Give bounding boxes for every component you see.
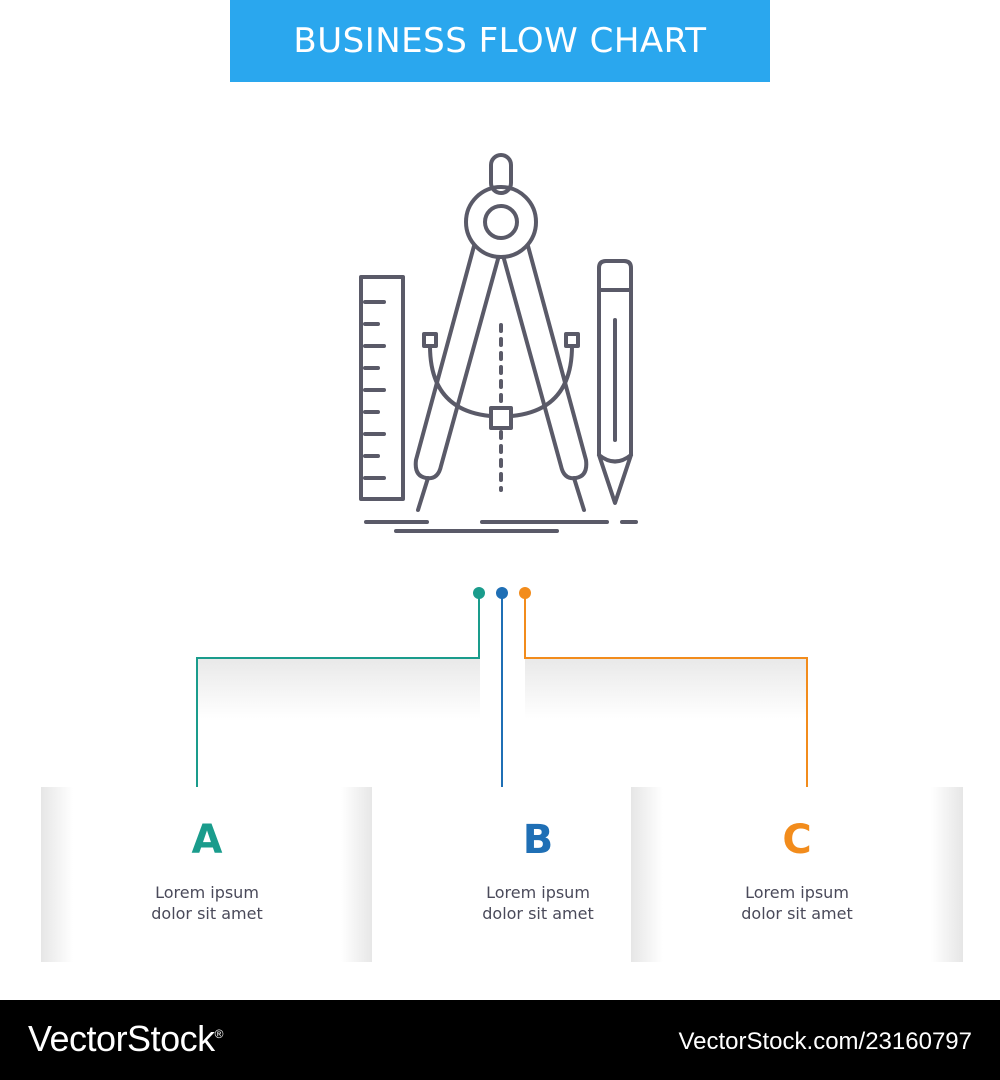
connector-a (196, 593, 480, 797)
step-card-a: A Lorem ipsum dolor sit amet (41, 787, 373, 962)
brand-logo: VectorStock® (28, 1018, 223, 1060)
flow-diagram (196, 153, 808, 797)
connector-shadow-right (525, 659, 807, 719)
step-b-line2: dolor sit amet (482, 904, 594, 923)
step-a-line1: Lorem ipsum (155, 883, 259, 902)
step-card-c: C Lorem ipsum dolor sit amet (631, 787, 963, 962)
page-title: BUSINESS FLOW CHART (293, 21, 707, 61)
step-description-a: Lorem ipsum dolor sit amet (41, 882, 373, 924)
step-c-line1: Lorem ipsum (745, 883, 849, 902)
compass-left-leg (413, 244, 500, 481)
title-banner: BUSINESS FLOW CHART (230, 0, 770, 82)
compass-right-needle (572, 476, 586, 512)
node-dot-b (496, 587, 508, 599)
node-dot-c (519, 587, 531, 599)
step-letter-c: C (782, 817, 812, 863)
arc-node-left (422, 332, 438, 348)
step-letter-a: A (191, 817, 223, 863)
step-c-line2: dolor sit amet (741, 904, 853, 923)
step-a-line2: dolor sit amet (151, 904, 263, 923)
arc-node-right (564, 332, 580, 348)
ruler-ticks (363, 300, 386, 480)
connector-shadow-left (197, 659, 480, 719)
connector-c (524, 593, 808, 797)
engineering-compass-ruler-pencil-icon (359, 153, 638, 533)
stock-id: VectorStock.com/23160797 (678, 1028, 972, 1055)
pencil (597, 259, 633, 505)
registered-mark: ® (214, 1027, 224, 1041)
step-letter-b: B (522, 817, 554, 863)
arc-node-center (489, 406, 513, 430)
node-dot-a (473, 587, 485, 599)
compass-handle (489, 153, 513, 195)
compass-right-leg (502, 244, 589, 481)
brand-name: VectorStock (28, 1018, 215, 1059)
compass-arc-left (428, 344, 492, 418)
compass-hinge-inner (483, 204, 519, 240)
watermark-footer: VectorStock® VectorStock.com/23160797 (0, 1000, 1000, 1080)
pencil-tip-edge (597, 453, 633, 464)
compass-left-needle (416, 476, 430, 512)
compass-arc-right (510, 344, 574, 418)
step-b-line1: Lorem ipsum (486, 883, 590, 902)
step-description-c: Lorem ipsum dolor sit amet (631, 882, 963, 924)
compass-hinge (464, 185, 538, 259)
ruler (359, 275, 405, 501)
step-description-b: Lorem ipsum dolor sit amet (372, 882, 704, 924)
